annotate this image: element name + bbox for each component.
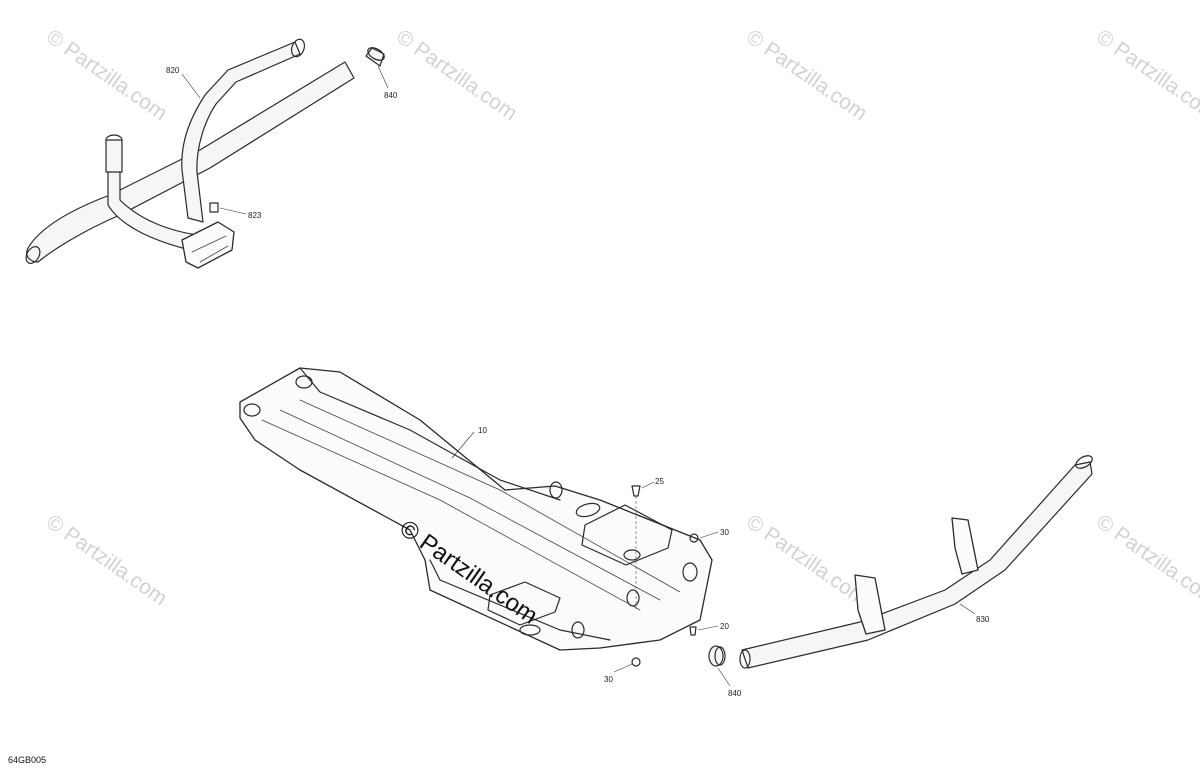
rear-tube-assembly [708,455,1093,687]
leader-10 [451,431,475,459]
leader-30-right [699,531,719,539]
plug-top [365,47,385,67]
skid-plate-rib [261,419,641,611]
skid-plate-pocket [487,581,561,626]
rear-tube-end [739,649,751,669]
leader-823 [219,207,247,215]
bolt-25 [631,485,641,497]
part-label-20: 20 [720,622,729,631]
tube-end-left [25,246,41,264]
nut-30-bottom [631,657,641,667]
watermark: © Partzilla.com [392,25,521,125]
skid-plate-hole [626,589,640,607]
part-label-10: 10 [478,426,487,435]
rear-bracket-lower [854,574,886,635]
mount-bracket [181,221,235,269]
part-label-25: 25 [655,477,664,486]
skid-plate-assembly [239,367,719,673]
skid-plate-rib [299,399,681,593]
leader-840-top [377,65,389,89]
skid-plate-hole [623,549,641,561]
skid-plate-hole [575,502,601,518]
leader-820 [181,73,201,99]
plug-bottom-face [714,646,726,666]
rear-long-tube [741,461,1093,669]
leader-840-bottom [717,667,731,687]
part-label-840-top: 840 [384,91,398,100]
part-label-823: 823 [248,211,262,220]
front-tube-assembly [25,38,389,269]
leader-30-bottom [613,663,633,673]
part-label-30-bottom: 30 [604,675,613,684]
leader-20 [697,625,719,631]
skid-plate-hole [682,562,698,582]
part-label-830: 830 [976,615,990,624]
skid-plate [239,367,713,651]
bolt-823 [209,202,219,213]
plug-bottom [708,645,724,667]
tube-end-top [290,38,306,58]
watermark: © Partzilla.com [1092,25,1200,125]
upright-tube [105,139,123,173]
watermark: © Partzilla.com [742,510,871,610]
bent-tube [181,41,301,223]
bracket-detail [191,235,229,263]
skid-plate-rib [279,409,661,601]
plug-top-face [367,47,385,61]
skid-plate-lower-edge [429,559,611,641]
leader-25 [641,481,655,489]
rear-tube-end-top [1075,455,1093,469]
part-labels: 820 840 823 10 25 30 20 30 840 830 [166,66,990,698]
bolt-20 [689,626,697,636]
skid-plate-hole [549,481,563,499]
skid-plate-hole [519,624,541,636]
skid-plate-upper-edge [299,367,561,501]
part-label-30-right: 30 [720,528,729,537]
nut-30-right [689,533,699,543]
watermark: © Partzilla.com [1092,510,1200,610]
watermark: © Partzilla.com [42,25,171,125]
rear-bracket-upper [951,517,979,575]
part-label-820: 820 [166,66,180,75]
skid-plate-hole [295,375,313,389]
skid-plate-pocket [581,504,673,566]
skid-plate-hole [571,621,585,639]
skid-plate-hole [243,403,261,417]
watermark: © Partzilla.com [42,510,171,610]
leader-830 [959,603,976,615]
diagram-code: 64GB005 [8,755,46,765]
part-label-840-bottom: 840 [728,689,742,698]
watermark: © Partzilla.com [742,25,871,125]
